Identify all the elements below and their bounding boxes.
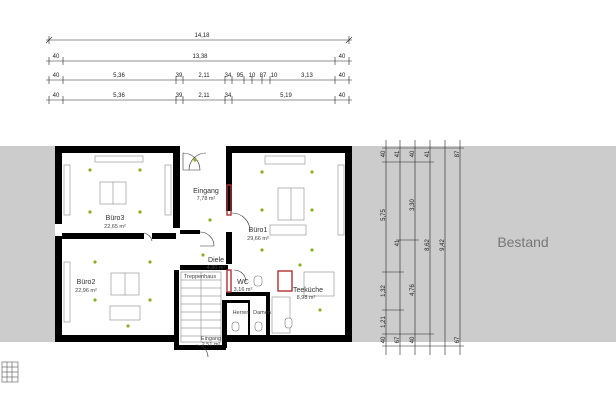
right-dimension-texts: 5,75 1,32 1,21 40 40 3,30 4,76 40 40 8,6… [381,150,461,343]
room-name-treppenhaus: Treppenhaus [184,274,216,280]
room-labels: Büro3 22,65 m² Eingang 7,78 m² Büro1 29,… [75,188,323,348]
room-area-eingang: 7,78 m² [197,196,216,202]
dim-rc2-d: 40 [410,336,416,343]
existing-building-band-right [352,146,616,342]
dim-total-width: 14,18 [194,33,210,39]
dim-rs-d: 67 [395,336,401,343]
room-name-buero3: Büro3 [106,215,125,222]
dim-r4-d: 2,11 [198,93,210,99]
dim-r4-e: 34 [225,93,232,99]
top-dimension-texts: 14,18 40 13,38 40 40 5,36 39 2,11 34 95 … [53,33,346,99]
room-name-buero2: Büro2 [77,279,96,286]
room-name-eingang: Eingang [193,188,219,195]
room-area-eingang-lower: 2,51 m² [202,342,221,348]
dim-rs-a: 41 [395,150,401,157]
grid-symbol-icon [1,361,19,383]
room-area-buero2: 22,96 m² [75,288,97,294]
room-name-damen: Damen [253,310,271,316]
room-area-buero3: 22,65 m² [104,224,126,230]
dim-r3-b: 5,36 [113,73,125,79]
dim-r3-a: 40 [53,73,60,79]
dim-rc1-a: 40 [381,150,387,157]
fixtures [88,158,322,328]
dim-r3-f: 95 [237,73,244,79]
dim-r2-c: 40 [339,54,346,60]
dim-r3-i: 10 [271,73,278,79]
existing-building-band-left [0,146,62,342]
dim-r4-g: 40 [339,93,346,99]
room-name-wc: WC [237,279,249,286]
dim-r3-j: 3,13 [301,73,313,79]
doors [143,152,251,358]
accent-marks [226,184,293,293]
dim-rs-c: 41 [395,239,401,246]
room-area-diele: 4,80 m² [207,265,226,271]
room-name-diele: Diele [208,257,224,264]
walls [55,146,352,350]
dim-r2-a: 40 [53,54,60,60]
dim-rs-f: 67 [455,336,461,343]
dim-r2-b: 13,38 [192,54,208,60]
dim-rc2-a: 40 [410,150,416,157]
room-name-eingang-lower: Eingang [201,336,221,342]
dim-r3-d: 2,11 [198,73,210,79]
dim-r3-e: 34 [225,73,232,79]
dim-r4-a: 40 [53,93,60,99]
dim-r3-g: 10 [249,73,256,79]
dim-rc1-b: 5,75 [381,209,387,221]
dim-rc1-c: 1,32 [381,285,387,297]
dim-rs-b: 41 [425,150,431,157]
dim-r4-b: 5,36 [113,93,125,99]
dim-r3-k: 40 [339,73,346,79]
sanitary-fixtures [231,275,293,332]
existing-building-label: Bestand [497,234,548,250]
dim-r3-h: 87 [260,73,267,79]
dim-rc3: 8,62 [425,239,431,251]
dim-rc4: 9,42 [440,239,446,251]
top-dimension-chains [45,36,353,104]
room-name-herren: Herren [233,310,250,316]
dim-rc2-c: 4,76 [410,284,416,296]
dim-rc2-b: 3,30 [410,199,416,211]
dim-rs-e: 87 [455,150,461,157]
dim-r3-c: 39 [176,73,183,79]
dim-rc1-e: 40 [381,336,387,343]
room-name-teekueche: Teeküche [293,287,323,294]
right-dimension-chains [382,140,464,355]
room-area-buero1: 29,66 m² [247,236,269,242]
room-area-wc: 3,16 m² [234,287,253,293]
room-area-teekueche: 8,98 m² [297,295,316,301]
dim-r4-f: 5,19 [280,93,292,99]
stair-treads [181,272,221,342]
dim-rc1-d: 1,21 [381,316,387,328]
room-name-buero1: Büro1 [249,227,268,234]
dim-r4-c: 39 [176,93,183,99]
